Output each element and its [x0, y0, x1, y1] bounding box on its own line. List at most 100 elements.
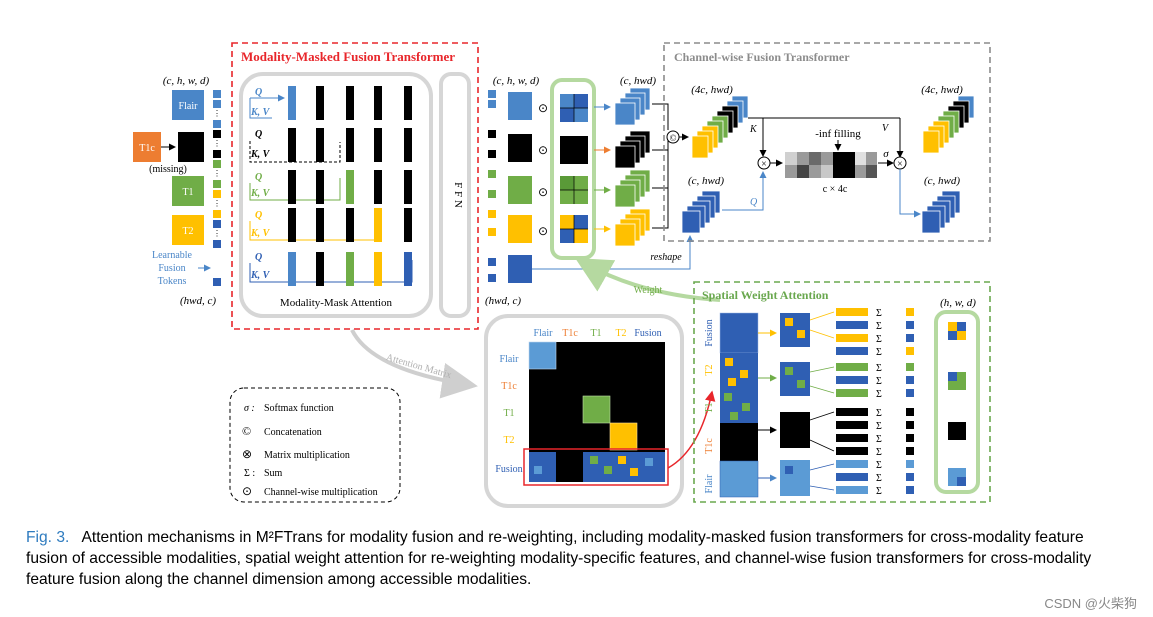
am-row-labels: Flair T1c T1 T2 Fusion [495, 354, 522, 475]
attention-matrix-panel [484, 314, 684, 508]
svg-text:⊙: ⊙ [242, 484, 252, 498]
svg-text:Flair: Flair [534, 328, 554, 339]
ffn-block [439, 72, 471, 318]
swa-output-panel [934, 310, 980, 494]
svg-text:⊙: ⊙ [538, 224, 548, 238]
svg-text:⊙: ⊙ [538, 101, 548, 115]
flair-input-block [172, 90, 204, 120]
svg-text:Concatenation: Concatenation [264, 427, 322, 438]
svg-text:Matrix multiplication: Matrix multiplication [264, 450, 350, 461]
mma-token-bars [288, 86, 412, 286]
svg-text:Σ: Σ [876, 460, 882, 471]
concat-stack-right [922, 95, 975, 154]
flair-input-label: Flair [179, 101, 199, 112]
mid-token-column [488, 90, 496, 282]
svg-text:Σ: Σ [876, 321, 882, 332]
svg-text:T2: T2 [615, 328, 626, 339]
am-col-labels: Flair T1c T1 T2 Fusion [534, 328, 662, 339]
c4c-label: c × 4c [823, 184, 848, 195]
swa-branches [758, 313, 810, 496]
svg-text:T1: T1 [503, 408, 514, 419]
svg-text:Fusion: Fusion [704, 319, 715, 346]
t1-input-label: T1 [182, 187, 193, 198]
svg-text:Fusion: Fusion [634, 328, 661, 339]
am-blocks [528, 341, 665, 482]
svg-text:Σ: Σ [876, 447, 882, 458]
feature-stacks [614, 87, 651, 247]
svg-text:σ :: σ : [244, 403, 255, 414]
weight-arrow [575, 258, 721, 302]
dims-input-label: (c, h, w, d) [163, 75, 210, 87]
dims-mid-top: (c, h, w, d) [493, 75, 540, 87]
svg-text:Q: Q [255, 87, 262, 98]
svg-text:©: © [242, 424, 251, 438]
out-stack [921, 190, 961, 234]
swa-token-strips: Σ Σ Σ Σ Σ Σ Σ Σ Σ Σ Σ Σ Σ Σ [836, 308, 914, 497]
svg-text:Q: Q [255, 172, 262, 183]
mma-label: Modality-Mask Attention [280, 297, 393, 309]
svg-text:Σ: Σ [876, 363, 882, 374]
swa-title: Spatial Weight Attention [702, 288, 829, 302]
concat-stack-left [691, 95, 749, 159]
svg-text:⋮: ⋮ [213, 169, 221, 178]
svg-text:Q: Q [750, 197, 758, 208]
svg-text:⊙: ⊙ [538, 185, 548, 199]
inf-filling-label: -inf filling [815, 128, 861, 140]
svg-text:Q: Q [255, 210, 262, 221]
svg-text:×: × [761, 159, 767, 170]
legend: σ : Softmax function © Concatenation ⊗ M… [242, 403, 378, 498]
dims-4chwd-right: (4c, hwd) [921, 84, 963, 96]
swa-output-weights [948, 322, 966, 486]
swa-box [693, 281, 991, 503]
swa-row-labels: Fusion T2 T1 T1c Flair [704, 319, 715, 493]
swa-input-matrix [719, 312, 759, 498]
ffn-label: F F N [452, 182, 464, 208]
svg-text:Q: Q [255, 252, 262, 263]
figure-diagram: (c, h, w, d) Flair T1c (missing) T1 T2 L… [133, 42, 991, 508]
svg-text:Σ :: Σ : [244, 468, 255, 479]
mma-rows: Q K, V Q K, V Q K, V Q K, V Q K, V [249, 86, 413, 286]
svg-text:T1c: T1c [704, 438, 715, 454]
figure-label: Fig. 3. [26, 529, 70, 546]
svg-text:Σ: Σ [876, 486, 882, 497]
svg-text:T2: T2 [704, 364, 715, 375]
svg-text:⋮: ⋮ [213, 229, 221, 238]
cwft-title: Channel-wise Fusion Transformer [674, 50, 850, 64]
am-fusion-row-highlight [523, 448, 669, 486]
svg-text:Σ: Σ [876, 376, 882, 387]
svg-text:Q: Q [255, 129, 262, 140]
weight-panel [550, 78, 596, 260]
svg-text:T1c: T1c [501, 381, 517, 392]
svg-text:T2: T2 [503, 435, 514, 446]
svg-text:T1c: T1c [562, 328, 578, 339]
svg-text:Softmax function: Softmax function [264, 403, 334, 414]
svg-text:Flair: Flair [704, 474, 715, 494]
svg-text:Σ: Σ [876, 334, 882, 345]
t1c-input-block [133, 132, 161, 162]
mma-panel [239, 72, 433, 318]
svg-text:Sum: Sum [264, 468, 283, 479]
svg-text:Σ: Σ [876, 434, 882, 445]
svg-text:Σ: Σ [876, 347, 882, 358]
dims-chwd-q: (c, hwd) [688, 175, 724, 187]
mmft-box [231, 42, 479, 330]
t1-input-block [172, 176, 204, 206]
svg-text:T1: T1 [590, 328, 601, 339]
svg-text:K, V: K, V [250, 107, 271, 118]
weight-blocks [560, 94, 588, 243]
dims-4chwd-left: (4c, hwd) [691, 84, 733, 96]
dims-chwd: (c, hwd) [620, 75, 656, 87]
svg-text:⋮: ⋮ [213, 109, 221, 118]
svg-text:V: V [882, 123, 890, 134]
svg-text:K, V: K, V [250, 188, 271, 199]
svg-text:Σ: Σ [876, 308, 882, 319]
svg-text:K, V: K, V [250, 149, 271, 160]
svg-text:©: © [670, 133, 677, 143]
watermark: CSDN @火柴狗 [1044, 596, 1137, 611]
dims-tokens-label: (hwd, c) [180, 295, 216, 307]
dims-mid-bottom: (hwd, c) [485, 295, 521, 307]
svg-text:Σ: Σ [876, 473, 882, 484]
svg-text:Channel-wise multiplication: Channel-wise multiplication [264, 487, 378, 498]
svg-text:K, V: K, V [250, 228, 271, 239]
missing-label: (missing) [149, 164, 187, 175]
